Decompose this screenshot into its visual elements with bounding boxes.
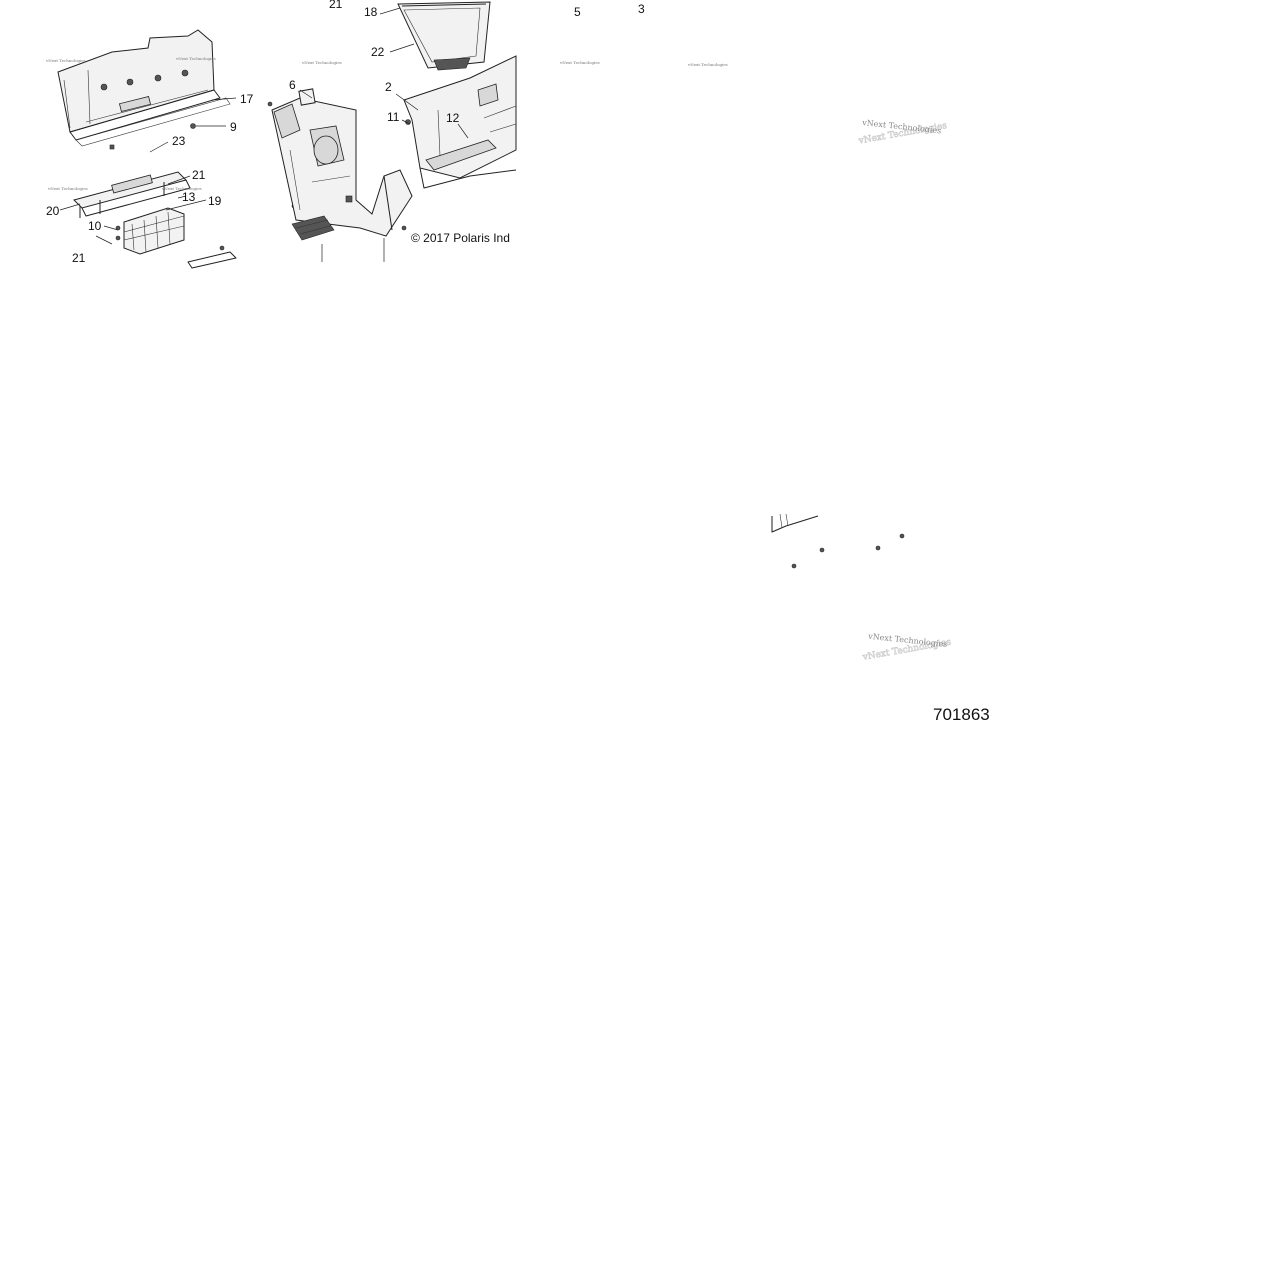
side-panel — [271, 97, 413, 237]
callout-6: 6 — [289, 78, 296, 92]
small-pad — [298, 88, 316, 106]
callout-11: 11 — [387, 110, 400, 124]
callout-21-top: 21 — [329, 0, 343, 11]
callout-10: 10 — [88, 219, 102, 233]
mount-bracket — [73, 171, 191, 218]
watermark: vNext Technologies — [559, 60, 600, 65]
upper-storage-bin — [397, 1, 491, 71]
watermark: vNext Technologies — [301, 60, 342, 65]
watermark: vNext Technologies — [47, 186, 88, 191]
callout-19: 19 — [208, 194, 222, 208]
callout-12: 12 — [446, 111, 460, 125]
watermark: vNext Technologies — [687, 62, 728, 67]
step-plate — [291, 215, 385, 262]
watermark: vNext Technologies — [175, 56, 216, 61]
callout-labels: 21 18 5 3 22 6 2 11 12 17 9 23 21 20 13 … — [46, 0, 645, 265]
watermark: vNext Technologies — [45, 58, 86, 63]
callout-18: 18 — [364, 5, 378, 19]
callout-13: 13 — [182, 190, 196, 204]
copyright-notice: © 2017 Polaris Ind — [411, 231, 510, 245]
callout-17: 17 — [240, 92, 254, 106]
storage-bin — [123, 207, 185, 255]
tray-edge — [187, 251, 237, 269]
callout-3: 3 — [638, 2, 645, 16]
lower-right-fragment — [771, 513, 905, 569]
cargo-floor — [403, 55, 517, 189]
rear-cover-panel — [57, 29, 231, 150]
watermark: vNext Technologies — [161, 186, 202, 191]
callout-2: 2 — [385, 80, 392, 94]
callout-20: 20 — [46, 204, 60, 218]
leader-lines — [59, 7, 469, 245]
part-number: 701863 — [933, 705, 990, 724]
callout-22: 22 — [371, 45, 385, 59]
callout-5: 5 — [574, 5, 581, 19]
callout-21-bottom: 21 — [72, 251, 86, 265]
callout-9: 9 — [230, 120, 237, 134]
callout-23: 23 — [172, 134, 186, 148]
callout-21-mid: 21 — [192, 168, 206, 182]
